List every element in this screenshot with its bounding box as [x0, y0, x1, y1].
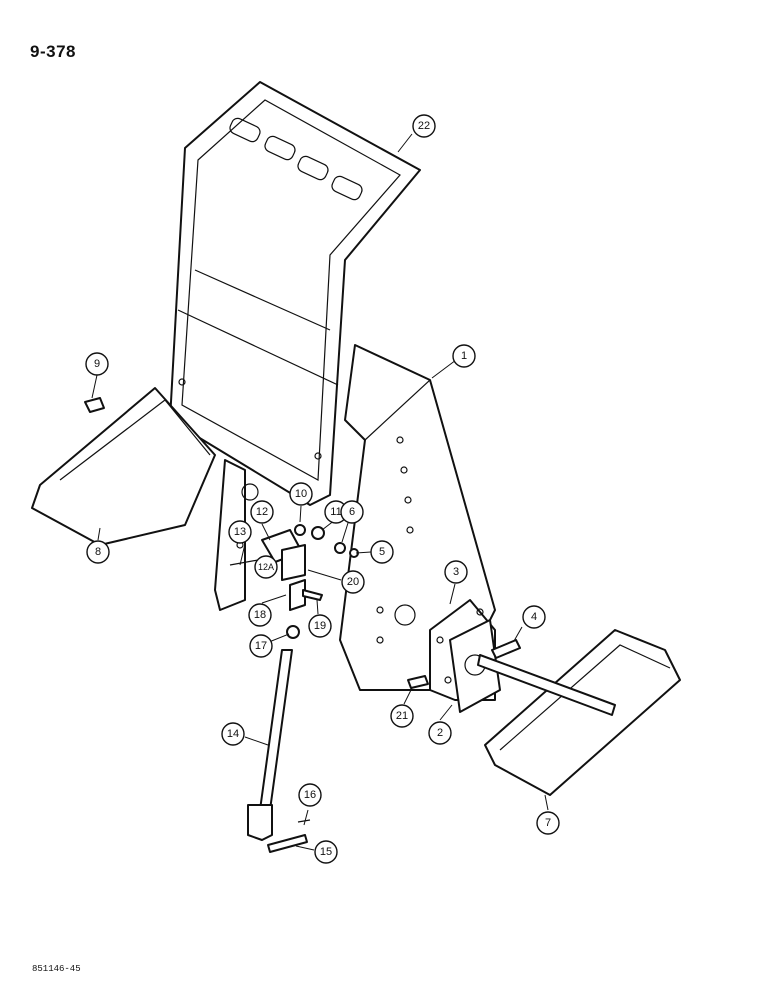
svg-text:18: 18	[254, 609, 266, 621]
callout-22: 22	[412, 114, 436, 138]
callout-2: 2	[428, 721, 452, 745]
svg-text:5: 5	[379, 546, 385, 558]
callout-20: 20	[341, 570, 365, 594]
callout-10: 10	[289, 482, 313, 506]
part-7-right-pedal	[484, 629, 681, 796]
callout-8: 8	[86, 540, 110, 564]
callout-1: 1	[452, 344, 476, 368]
svg-text:7: 7	[545, 817, 551, 829]
part-22-panel	[169, 81, 421, 506]
svg-text:17: 17	[255, 640, 267, 652]
svg-text:1: 1	[461, 350, 467, 362]
svg-text:6: 6	[349, 506, 355, 518]
callout-18: 18	[248, 603, 272, 627]
svg-text:4: 4	[531, 611, 537, 623]
callout-13: 13	[228, 520, 252, 544]
callout-17: 17	[249, 634, 273, 658]
svg-text:8: 8	[95, 546, 101, 558]
svg-text:14: 14	[227, 728, 239, 740]
callout-6: 6	[340, 500, 364, 524]
callout-14: 14	[221, 722, 245, 746]
callout-4: 4	[522, 605, 546, 629]
part-4-bolt	[491, 639, 521, 659]
svg-text:15: 15	[320, 846, 332, 858]
callout-12a: 12A	[254, 555, 278, 579]
svg-text:21: 21	[396, 710, 408, 722]
part-21-pin	[407, 675, 429, 689]
svg-text:22: 22	[418, 120, 430, 132]
svg-text:12: 12	[256, 506, 268, 518]
callout-5: 5	[370, 540, 394, 564]
svg-text:19: 19	[314, 620, 326, 632]
callout-12: 12	[250, 500, 274, 524]
figure-code: 851146-45	[32, 964, 81, 974]
part-9-bolt	[84, 397, 105, 413]
callout-16: 16	[298, 783, 322, 807]
pedal-shaft	[477, 654, 616, 716]
svg-text:9: 9	[94, 358, 100, 370]
linkage-assembly	[229, 524, 359, 639]
part-8-left-footrest	[31, 387, 216, 546]
callout-19: 19	[308, 614, 332, 638]
svg-text:2: 2	[437, 727, 443, 739]
svg-text:20: 20	[347, 576, 359, 588]
svg-text:11: 11	[330, 506, 341, 518]
page-number: 9-378	[30, 42, 76, 61]
svg-text:16: 16	[304, 789, 316, 801]
svg-text:10: 10	[295, 488, 307, 500]
part-14-rod	[247, 649, 311, 853]
svg-text:13: 13	[234, 526, 246, 538]
part-1-bracket	[214, 344, 496, 691]
callout-9: 9	[85, 352, 109, 376]
callout-3: 3	[444, 560, 468, 584]
callout-21: 21	[390, 704, 414, 728]
svg-text:12A: 12A	[258, 562, 274, 572]
callout-7: 7	[536, 811, 560, 835]
svg-text:3: 3	[453, 566, 459, 578]
callout-15: 15	[314, 840, 338, 864]
